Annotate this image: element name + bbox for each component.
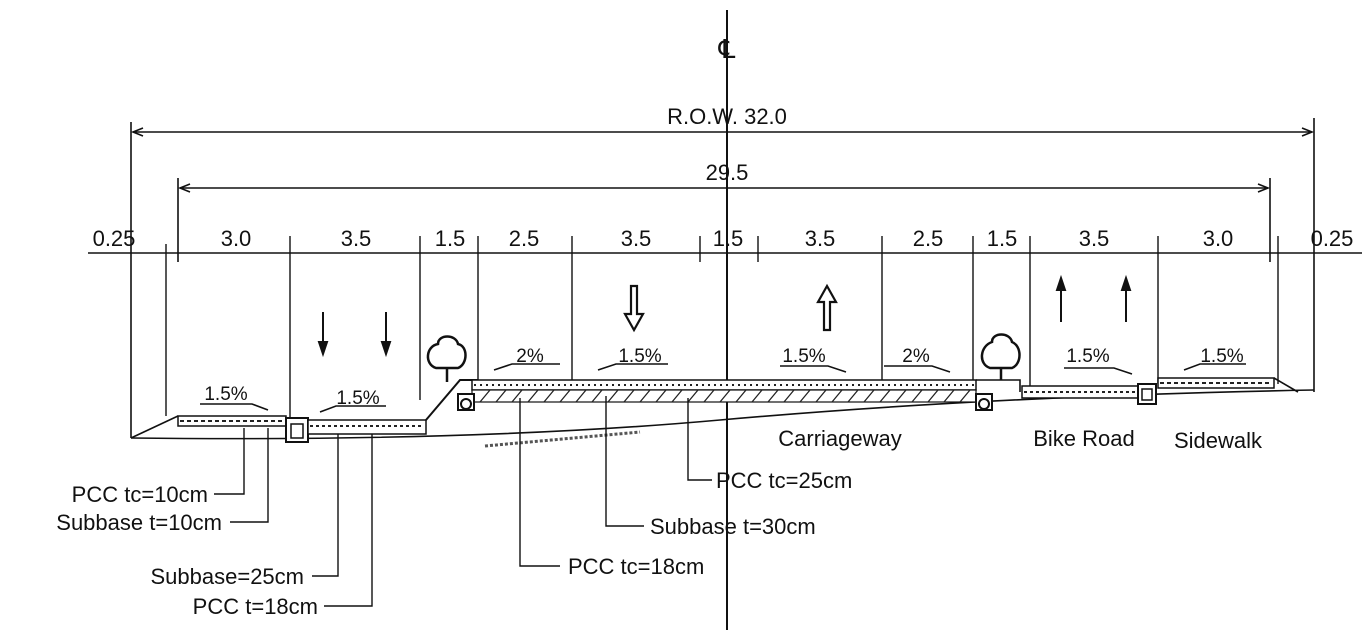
seg-width-label: 1.5: [435, 226, 466, 251]
seg-width-label: 3.5: [805, 226, 836, 251]
inner-width-label: 29.5: [706, 160, 749, 185]
slope-label: 1.5%: [1200, 346, 1243, 367]
callout-bike-subbase: Subbase=25cm: [151, 564, 305, 589]
row-dimension: [130, 118, 1315, 438]
slope-arrow: [597, 363, 668, 371]
slope-label: 2%: [516, 346, 544, 367]
carriageway-label: Carriageway: [778, 426, 902, 451]
slope-label: 2%: [902, 346, 930, 367]
lane-arrow-icon: [1055, 274, 1132, 322]
lane-arrow-icon: [816, 283, 838, 332]
slope-arrow: [780, 365, 847, 373]
callout-leaders: [214, 396, 712, 607]
left-bike-pavement: [307, 419, 427, 435]
seg-width-label: 0.25: [93, 226, 136, 251]
seg-width-label: 3.0: [221, 226, 252, 251]
tree-icon: [426, 335, 467, 382]
seg-width-label: 3.5: [1079, 226, 1110, 251]
median-right: [976, 379, 1021, 392]
seg-width-label: 3.5: [341, 226, 372, 251]
slope-label: 1.5%: [782, 346, 825, 367]
slope-arrow: [200, 403, 269, 411]
tree-icon: [980, 333, 1021, 380]
slope-arrow: [319, 405, 386, 413]
lane-arrow-icon: [317, 312, 392, 358]
callout-carriage-subbase-30: Subbase t=30cm: [650, 514, 816, 539]
row-label: R.O.W. 32.0: [667, 104, 787, 129]
callout-carriage-pcc-25: PCC tc=25cm: [716, 468, 852, 493]
ground-hatch: [484, 430, 641, 448]
slope-arrow: [1064, 367, 1133, 375]
callout-sidewalk-pcc: PCC tc=10cm: [72, 482, 208, 507]
right-sidewalk-pavement: [1157, 377, 1299, 393]
slope-arrow: [884, 365, 951, 373]
slope-arrow: [1183, 363, 1246, 371]
slope-label: 1.5%: [618, 346, 661, 367]
right-bike-pavement: [1021, 385, 1139, 399]
drain-icon: [1137, 383, 1157, 405]
slope-label: 1.5%: [1066, 346, 1109, 367]
callout-carriage-pcc-18: PCC tc=18cm: [568, 554, 704, 579]
bike-road-label: Bike Road: [1033, 426, 1135, 451]
segment-dimension-line: [88, 236, 1362, 418]
seg-width-label: 2.5: [509, 226, 540, 251]
carriageway-pavement: [471, 379, 977, 403]
callout-bike-pcc: PCC t=18cm: [193, 594, 318, 619]
seg-width-label: 3.5: [621, 226, 652, 251]
seg-width-label: 1.5: [713, 226, 744, 251]
centerline-symbol: ℄: [718, 34, 736, 64]
slope-arrow: [493, 363, 560, 371]
curb-drain-icon: [457, 393, 993, 411]
seg-width-label: 3.0: [1203, 226, 1234, 251]
ground-line-left: [130, 415, 179, 439]
inner-dimension: [177, 178, 1271, 262]
sidewalk-label: Sidewalk: [1174, 428, 1263, 453]
seg-width-label: 2.5: [913, 226, 944, 251]
slope-label: 1.5%: [336, 388, 379, 409]
callout-sidewalk-subbase: Subbase t=10cm: [56, 510, 222, 535]
seg-width-label: 0.25: [1311, 226, 1354, 251]
seg-width-label: 1.5: [987, 226, 1018, 251]
lane-arrow-icon: [623, 284, 645, 333]
drain-icon: [285, 417, 309, 443]
left-sidewalk-pavement: [177, 415, 287, 427]
slope-label: 1.5%: [204, 384, 247, 405]
